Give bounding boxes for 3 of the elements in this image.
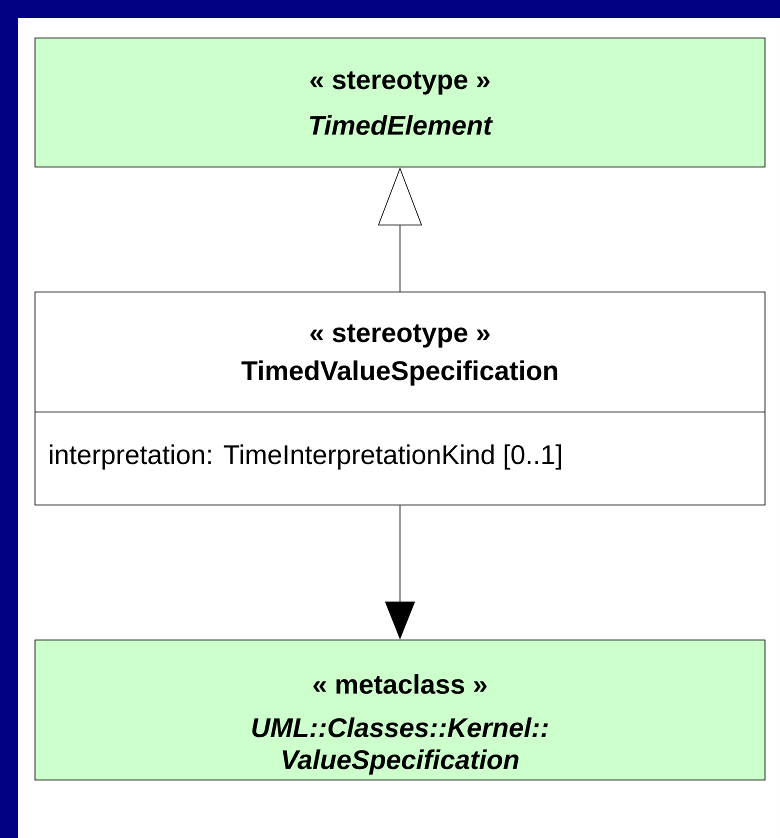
class-box: « metaclass » UML::Classes::Kernel:: ValueSpecification — [34, 640, 766, 780]
class-box: « stereotype » TimedElement — [34, 38, 766, 168]
class-box: « stereotype » TimedValueSpecification interpretation: TimeInterpretationKind [0..1] — [34, 292, 766, 506]
